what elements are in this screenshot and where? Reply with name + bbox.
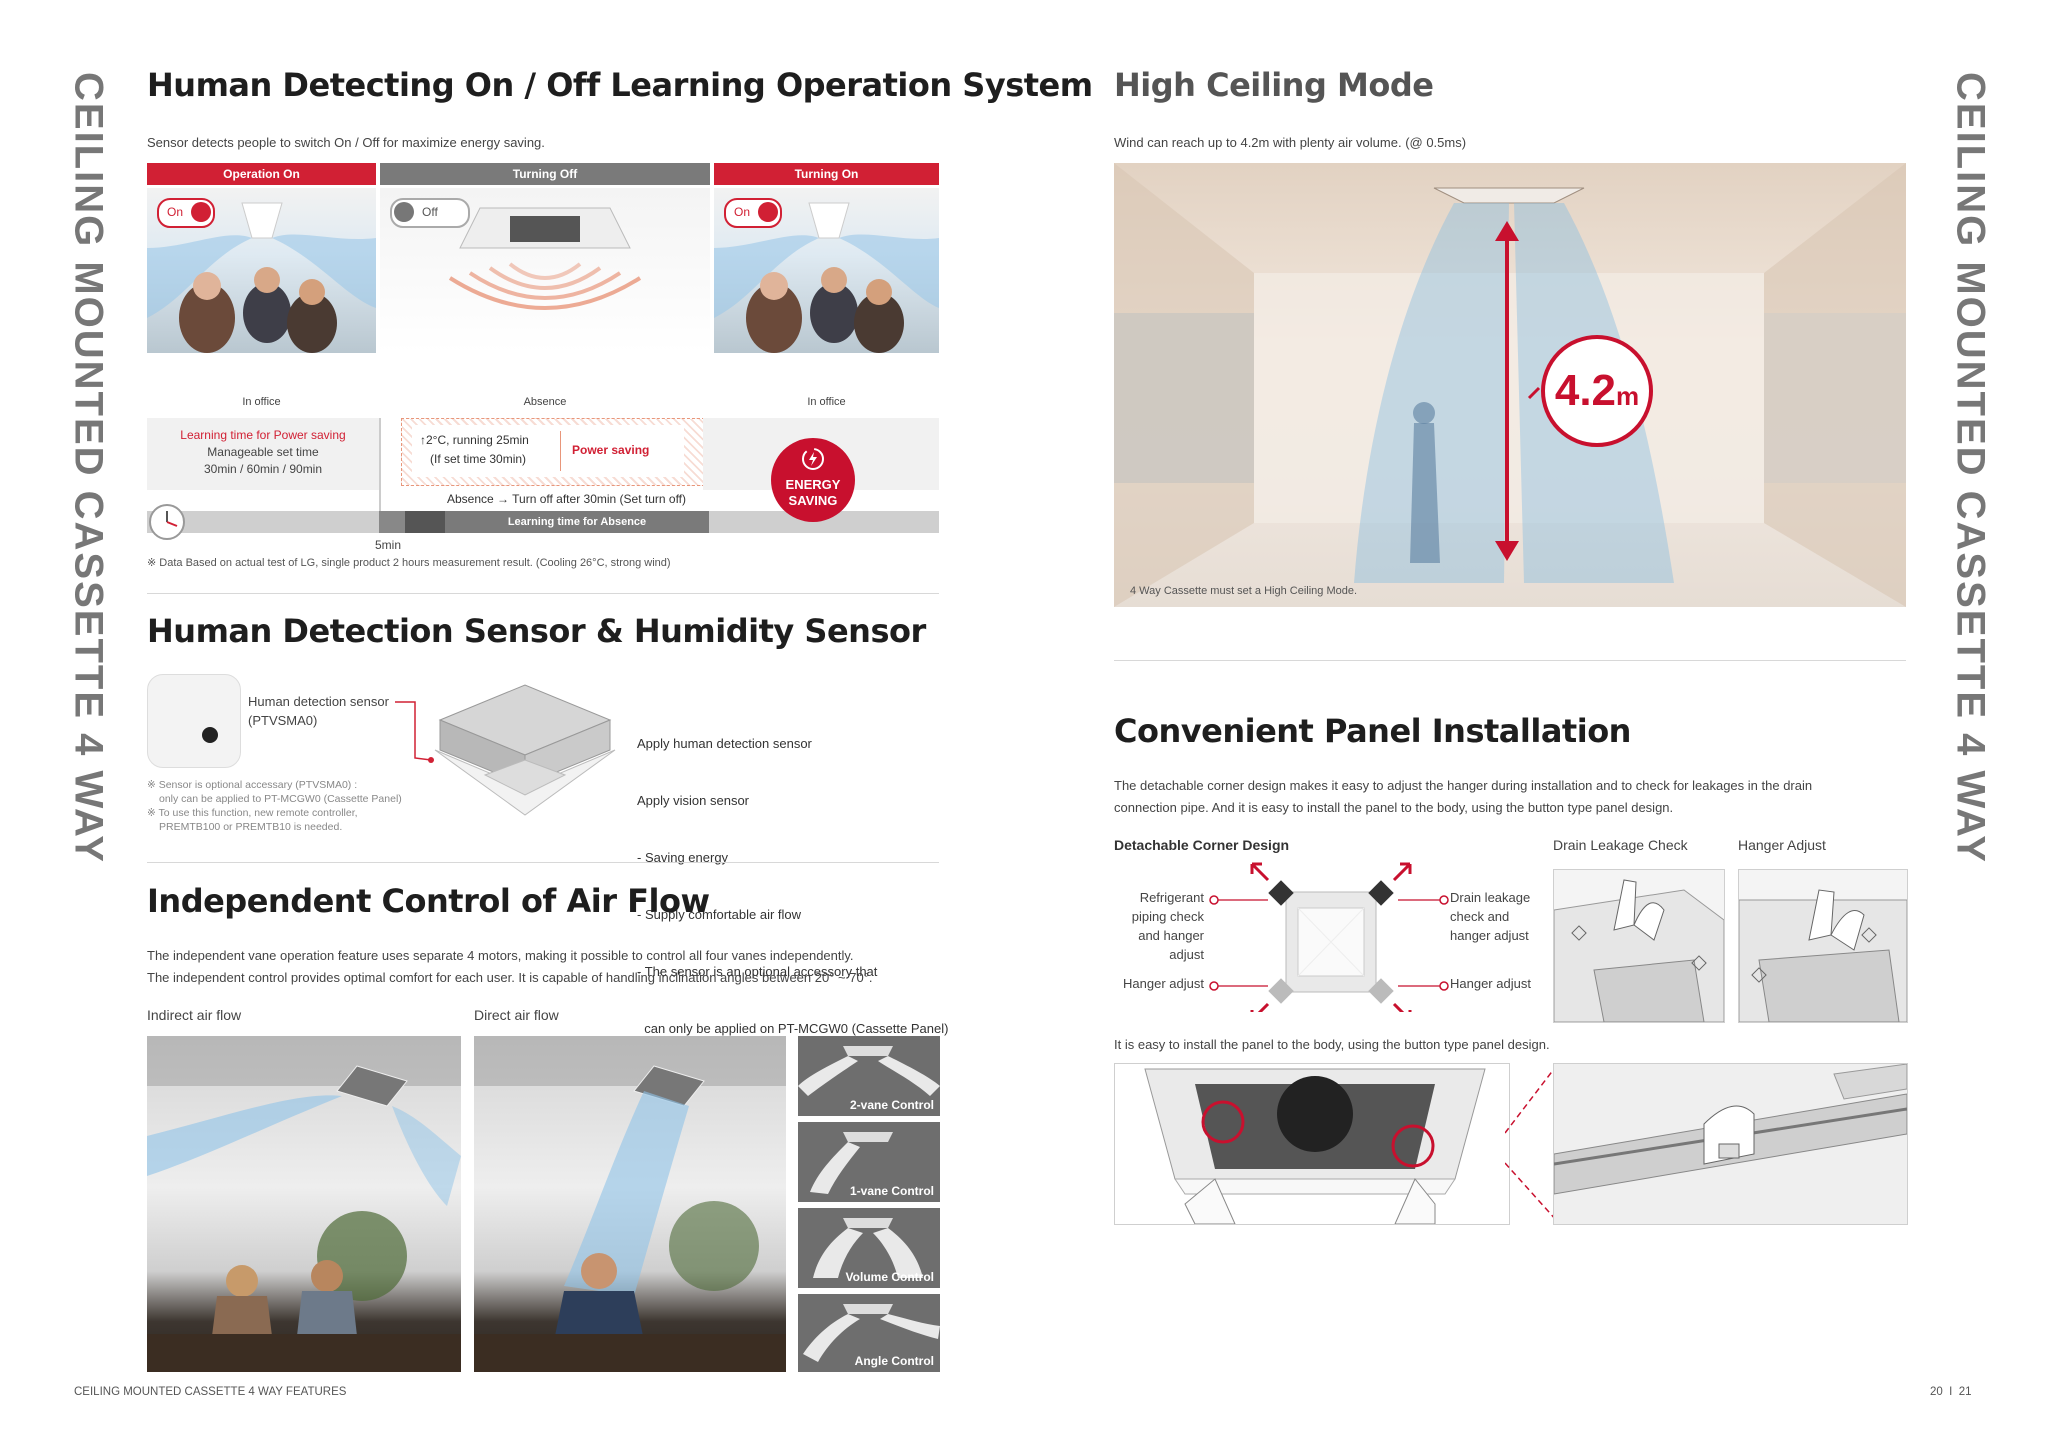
tile-volume: Volume Control: [798, 1208, 940, 1288]
clock-icon: [149, 504, 185, 540]
tile-2-vane: 2-vane Control: [798, 1036, 940, 1116]
power-saving-box: ↑2°C, running 25min (If set time 30min) …: [401, 418, 705, 486]
sensor-lens-icon: [202, 727, 218, 743]
vane-1-icon: [810, 1132, 893, 1194]
drain-label: Drain leakage check and hanger adjust: [1450, 890, 1531, 943]
toggle-on-1: On: [157, 198, 216, 228]
timeline: Learning time for Power saving Manageabl…: [147, 418, 939, 563]
sensor-title: Human Detection Sensor & Humidity Sensor: [147, 612, 926, 650]
direct-label: Direct air flow: [474, 1007, 559, 1023]
volume-icon: [813, 1218, 923, 1278]
divider-2: [147, 862, 939, 863]
absence-photo: Off: [380, 188, 710, 353]
corner-design-title: Detachable Corner Design: [1114, 837, 1290, 853]
sensor-notes: ※ Sensor is optional accessary (PTVSMA0)…: [147, 779, 402, 833]
energy-saving-badge: ENERGY SAVING: [771, 438, 855, 522]
side-title-left: CEILING MOUNTED CASSETTE 4 WAY: [66, 72, 111, 864]
divider-3: [1114, 660, 1906, 661]
hanger-hand-drawing: [1738, 889, 1908, 1023]
panel-install-photo-1: [1114, 1063, 1510, 1225]
toggle-off: Off: [390, 198, 470, 228]
drain-check-title: Drain Leakage Check: [1553, 837, 1688, 853]
vane-2-icon: [798, 1046, 940, 1096]
detection-panels: Operation On On In office Turning Off: [147, 163, 939, 408]
high-ceiling-photo: 4.2m 4 Way Cassette must set a High Ceil…: [1114, 163, 1906, 607]
hanger-adjust-title: Hanger Adjust: [1738, 837, 1826, 853]
tile-angle: Angle Control: [798, 1294, 940, 1372]
learning-box: Learning time for Power saving Manageabl…: [147, 418, 379, 490]
cassette-unit-illustration: [434, 684, 616, 816]
button-panel-note: It is easy to install the panel to the b…: [1114, 1037, 1550, 1052]
caption-in-office-2: In office: [807, 396, 846, 408]
office-photo-2: On: [714, 188, 939, 353]
drain-hand-drawing: [1553, 879, 1725, 1023]
sensor-features: Apply human detection sensor Apply visio…: [637, 736, 949, 1036]
button-closeup-drawing: [1554, 1064, 1907, 1195]
direct-scene: [474, 1036, 786, 1372]
office-photo-1: On: [147, 188, 376, 353]
tile-1-vane: 1-vane Control: [798, 1122, 940, 1202]
angle-icon: [803, 1304, 940, 1362]
height-badge: 4.2m: [1541, 335, 1653, 447]
indirect-photo: [147, 1036, 461, 1372]
sensor-leader-line: [395, 701, 434, 763]
caption-in-office-1: In office: [242, 396, 281, 408]
office-scene-1: [147, 202, 376, 353]
high-ceiling-scene: [1114, 163, 1906, 607]
cassette-off-illustration: [448, 207, 642, 310]
high-ceiling-subtitle: Wind can reach up to 4.2m with plenty ai…: [1114, 135, 1467, 150]
divider-1: [147, 593, 939, 594]
panel-header-turning-off: Turning Off: [380, 163, 710, 185]
page-numbers: 20 I 21: [1930, 1386, 1972, 1398]
refrigerant-label: Refrigerant piping check and hanger adju…: [1131, 890, 1204, 962]
human-detect-subtitle: Sensor detects people to switch On / Off…: [147, 135, 545, 150]
hanger-adjust-illustration: [1738, 869, 1908, 1023]
direct-photo: [474, 1036, 786, 1372]
airflow-title: Independent Control of Air Flow: [147, 882, 710, 920]
sensor-closeup: [147, 674, 241, 768]
caption-absence: Absence: [523, 396, 567, 408]
panel-header-operation-on: Operation On: [147, 163, 376, 185]
sensor-label: Human detection sensor (PTVSMA0): [248, 694, 389, 728]
indirect-scene: [147, 1036, 461, 1372]
office-scene-2: [714, 202, 939, 353]
panel-install-title: Convenient Panel Installation: [1114, 712, 1631, 750]
indirect-label: Indirect air flow: [147, 1007, 242, 1023]
panel-install-drawing: [1144, 1068, 1486, 1224]
panel-header-turning-on: Turning On: [714, 163, 939, 185]
learning-absence-bar: Learning time for Absence: [445, 511, 709, 533]
side-title-right: CEILING MOUNTED CASSETTE 4 WAY: [1948, 72, 1993, 864]
zoom-connector: [1505, 1064, 1558, 1222]
high-ceiling-note: 4 Way Cassette must set a High Ceiling M…: [1130, 585, 1358, 597]
panel-install-desc: The detachable corner design makes it ea…: [1114, 778, 1813, 815]
absence-note: Absence → Turn off after 30min (Set turn…: [447, 492, 687, 506]
human-detect-title: Human Detecting On / Off Learning Operat…: [147, 66, 1093, 104]
hanger-label-left: Hanger adjust: [1123, 976, 1204, 991]
corner-design-diagram: [1209, 862, 1449, 1012]
energy-cycle-icon: [802, 448, 824, 470]
hanger-label-right: Hanger adjust: [1450, 976, 1531, 991]
panel-install-photo-2: [1553, 1063, 1908, 1225]
high-ceiling-title: High Ceiling Mode: [1114, 66, 1434, 104]
toggle-on-2: On: [724, 198, 783, 228]
footnote: ※ Data Based on actual test of LG, singl…: [147, 557, 671, 569]
drain-check-illustration: [1553, 869, 1725, 1023]
airflow-desc: The independent vane operation feature u…: [147, 948, 873, 985]
footer-left: CEILING MOUNTED CASSETTE 4 WAY FEATURES: [74, 1386, 347, 1398]
five-min-label: 5min: [375, 538, 402, 552]
